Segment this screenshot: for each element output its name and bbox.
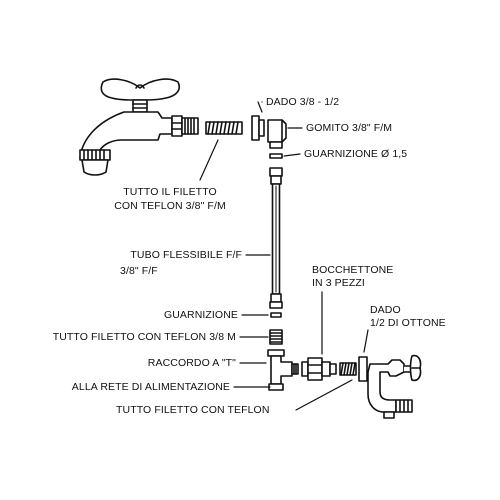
faucet-thread [181,117,199,135]
label-bocchettone-line1: BOCCHETTONE [312,264,394,276]
label-guarnizione: GUARNIZIONE [163,309,238,321]
union-3-piece [301,357,337,381]
threaded-38m [269,329,283,345]
label-dado-38-12: DADO 3/8 - 1/2 [266,96,340,108]
label-dado-ottone-line1: DADO [370,304,401,316]
elbow-fitting [267,119,287,149]
angle-valve [367,354,422,419]
label-bocchettone-line2: IN 3 PEZZI [312,277,365,289]
tee-fitting [267,349,299,391]
label-raccordo-t: RACCORDO A "T" [147,357,236,369]
threaded-nipple [205,121,243,135]
label-teflon-38m: TUTTO FILETTO CON TEFLON 3/8 M [52,331,236,343]
hose-gasket [270,312,282,318]
label-tubo-line1: TUBO FLESSIBILE F/F [130,249,242,261]
threaded-nipple-right [339,362,357,376]
brass-nut [358,356,368,382]
label-tutto-filetto-line1: TUTTO IL FILETTO [123,186,217,198]
nut-38-12 [251,115,265,141]
label-dado-ottone-line2: 1/2 DI OTTONE [370,317,446,329]
faucet [79,78,199,176]
label-gomito: GOMITO 3/8" F/M [306,122,393,134]
label-guarnizione-15: GUARNIZIONE Ø 1,5 [304,148,408,160]
label-tutto-filetto-line2: CON TEFLON 3/8" F/M [114,200,226,212]
small-gasket [269,153,283,159]
label-tubo-line2: 3/8" F/F [120,265,158,277]
label-teflon: TUTTO FILETTO CON TEFLON [116,404,270,416]
label-rete: ALLA RETE DI ALIMENTAZIONE [71,381,230,393]
flexible-hose [269,167,283,309]
leader-lines [199,101,369,411]
